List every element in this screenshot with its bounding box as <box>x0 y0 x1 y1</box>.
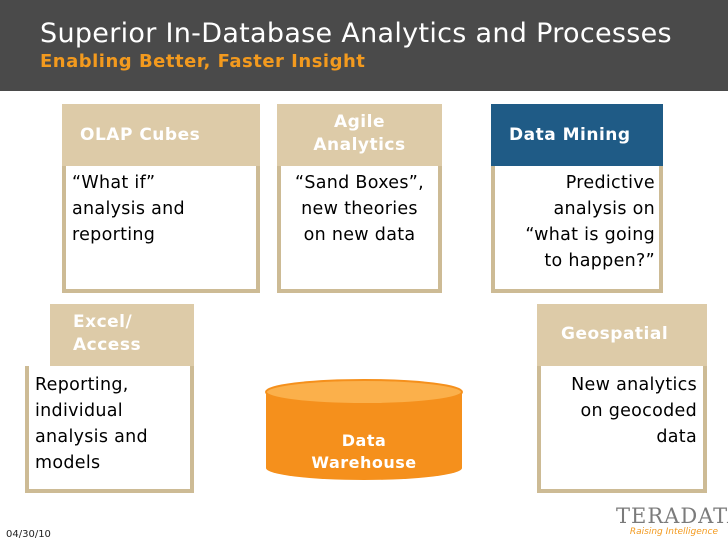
card-data-mining-body: Predictive analysis on “what is going to… <box>495 170 655 274</box>
card-excel-access-body: Reporting, individual analysis and model… <box>35 372 190 476</box>
page-title: Superior In-Database Analytics and Proce… <box>40 18 672 49</box>
card-agile-analytics-body: “Sand Boxes”, new theories on new data <box>281 170 438 248</box>
card-geospatial-body: New analytics on geocoded data <box>541 372 697 450</box>
slide-date: 04/30/10 <box>6 529 51 540</box>
card-olap-cubes-title: OLAP Cubes <box>62 104 260 166</box>
teradata-logo: TERADATA. Raising Intelligence <box>616 505 722 538</box>
card-olap-cubes-body: “What if” analysis and reporting <box>72 170 252 248</box>
data-warehouse-label: Data Warehouse <box>262 430 466 474</box>
card-geospatial-title: Geospatial <box>537 304 707 366</box>
page-subtitle: Enabling Better, Faster Insight <box>40 51 365 72</box>
teradata-logo-tagline: Raising Intelligence <box>616 527 718 538</box>
card-data-mining-title: Data Mining <box>491 104 663 166</box>
card-excel-access-title: Excel/ Access <box>50 304 194 366</box>
header-bar: Superior In-Database Analytics and Proce… <box>0 0 728 91</box>
teradata-logo-wordmark: TERADATA. <box>616 505 722 527</box>
card-agile-analytics-title: Agile Analytics <box>277 104 442 166</box>
